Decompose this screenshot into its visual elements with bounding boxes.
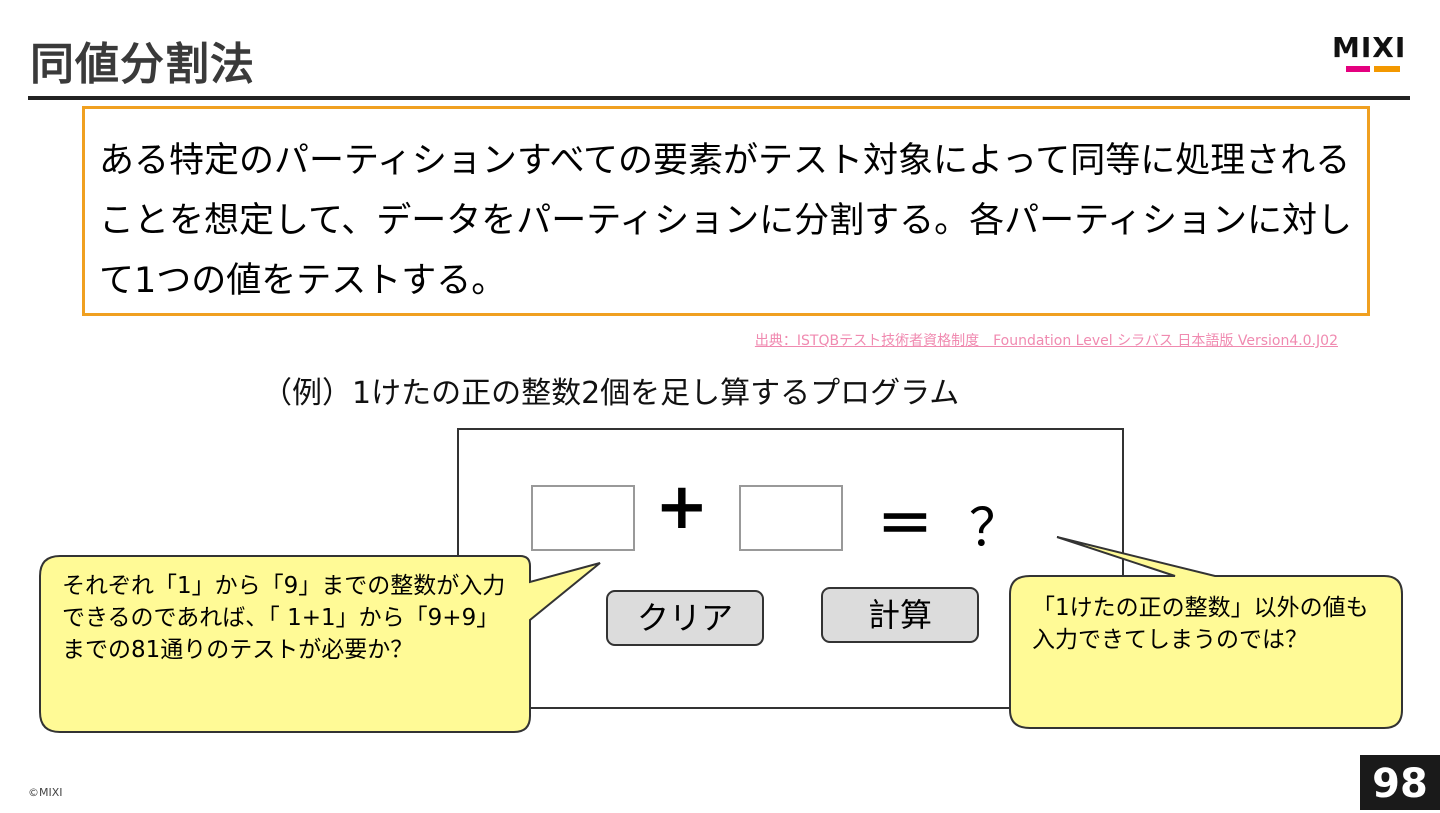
left-callout-text: それぞれ「1」から「9」までの整数が入力できるのであれば、「 1+1」から「9+…	[62, 573, 506, 663]
definition-box: ある特定のパーティションすべての要素がテスト対象によって同等に処理されることを想…	[82, 106, 1370, 316]
first-number-input[interactable]	[531, 485, 635, 551]
mixi-logo: MIXI	[1332, 34, 1412, 76]
result-placeholder: ？	[969, 499, 1022, 559]
plus-sign: +	[655, 470, 709, 544]
copyright-notice: ©MIXI	[28, 786, 63, 799]
calculate-button[interactable]: 計算	[821, 587, 979, 643]
source-citation-link[interactable]: 出典：ISTQBテスト技術者資格制度 Foundation Level シラバス…	[754, 333, 1338, 349]
logo-orange-bar	[1374, 66, 1400, 72]
left-callout-bubble	[39, 555, 601, 733]
logo-pink-bar	[1346, 66, 1370, 72]
clear-button[interactable]: クリア	[606, 590, 764, 646]
right-callout-bubble	[1009, 536, 1403, 729]
logo-text: MIXI	[1332, 31, 1407, 64]
definition-text: ある特定のパーティションすべての要素がテスト対象によって同等に処理されることを想…	[99, 141, 1353, 301]
right-callout-text: 「1けたの正の整数」以外の値も入力できてしまうのでは？	[1032, 595, 1369, 653]
page-number: 98	[1360, 755, 1440, 810]
example-caption: （例）1けたの正の整数2個を足し算するプログラム	[262, 376, 960, 411]
equals-sign: ＝	[877, 493, 933, 558]
slide-title: 同値分割法	[30, 39, 255, 90]
title-divider	[28, 96, 1410, 100]
second-number-input[interactable]	[739, 485, 843, 551]
